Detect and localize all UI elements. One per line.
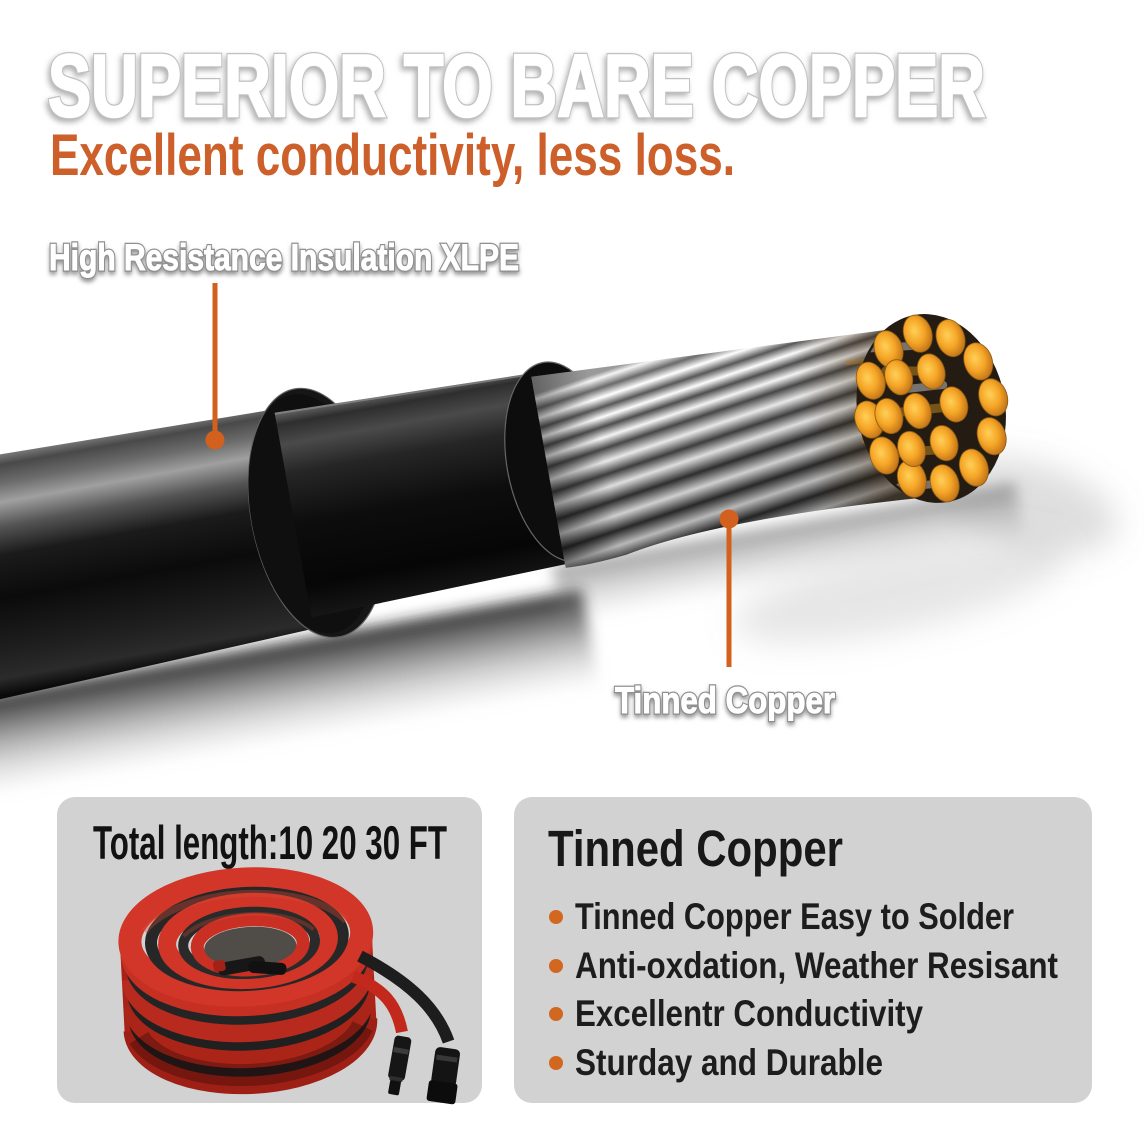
svg-text:Tinned Copper: Tinned Copper xyxy=(615,680,835,721)
svg-text:Anti-oxdation, Weather Resisan: Anti-oxdation, Weather Resisant xyxy=(575,945,1058,986)
svg-text:High Resistance Insulation XLP: High Resistance Insulation XLPE xyxy=(49,237,519,278)
svg-text:Total length:10 20 30 FT: Total length:10 20 30 FT xyxy=(93,816,447,869)
svg-text:Tinned Copper: Tinned Copper xyxy=(615,680,835,721)
svg-text:Tinned Copper: Tinned Copper xyxy=(548,820,843,877)
svg-text:Excellentr Conductivity: Excellentr Conductivity xyxy=(575,993,923,1034)
svg-text:Tinned Copper Easy to Solder: Tinned Copper Easy to Solder xyxy=(575,896,1014,937)
svg-text:Sturday and Durable: Sturday and Durable xyxy=(575,1042,883,1083)
svg-text:High Resistance Insulation XLP: High Resistance Insulation XLPE xyxy=(49,237,519,278)
svg-text:Excellent conductivity, less l: Excellent conductivity, less loss. xyxy=(50,123,735,188)
svg-text:SUPERIOR TO BARE COPPER: SUPERIOR TO BARE COPPER xyxy=(48,36,985,135)
svg-text:SUPERIOR TO BARE COPPER: SUPERIOR TO BARE COPPER xyxy=(48,36,985,135)
